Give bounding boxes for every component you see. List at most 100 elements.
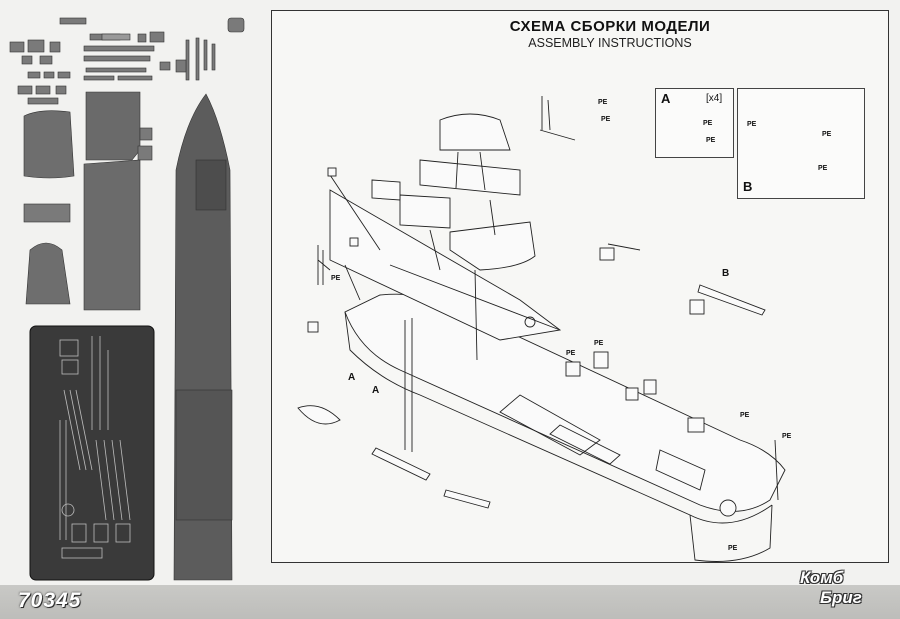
part-hull-detail (195, 159, 227, 211)
step-b-marker: B (722, 268, 730, 279)
bridge-deck (419, 159, 521, 196)
multiplier-label: [x4] (706, 93, 723, 104)
crane-jib (697, 284, 766, 316)
part-deck-main (83, 159, 141, 311)
hull-outline (344, 293, 786, 512)
product-code: 70345 (18, 589, 82, 612)
pe-label: PE (818, 165, 828, 172)
pe-label: PE (566, 350, 576, 357)
step-a-marker: A (372, 385, 380, 396)
part-ladder (101, 33, 131, 41)
part-mast (195, 37, 200, 81)
small-part (625, 387, 639, 401)
photo-etch-fret (29, 325, 155, 581)
pe-label: PE (594, 340, 604, 347)
part-small (227, 17, 245, 33)
title-block: СХЕМА СБОРКИ МОДЕЛИ ASSEMBLY INSTRUCTION… (500, 18, 720, 50)
pe-label: PE (706, 137, 716, 144)
pe-label: PE (740, 412, 750, 419)
part-small (59, 17, 87, 25)
part-small (159, 61, 171, 71)
grid-part (687, 417, 705, 433)
part-small (43, 71, 55, 79)
pe-label: PE (703, 120, 713, 127)
part-small (137, 145, 153, 161)
part-rail (83, 45, 155, 52)
step-a-label: A (661, 91, 671, 106)
part-small (27, 71, 41, 79)
part-small (175, 59, 187, 73)
small-part (307, 321, 319, 333)
part-funnel (25, 242, 71, 305)
part-small (27, 97, 59, 105)
hull-stern (689, 504, 773, 562)
brand-line2: Бриг (820, 588, 862, 607)
part-small (21, 55, 33, 65)
wheelhouse-part (449, 221, 536, 271)
part-small (17, 85, 33, 95)
part-rail (117, 75, 153, 81)
pe-strip (443, 489, 491, 509)
part-small (55, 85, 67, 95)
part-small (139, 127, 153, 141)
part-plate (23, 203, 71, 223)
deck-hatch (549, 424, 621, 465)
part-rail (83, 55, 151, 62)
small-part (327, 167, 337, 177)
part-mast (211, 43, 216, 71)
mast-pe (541, 96, 551, 131)
brand-logo: Комб Бриг (800, 566, 890, 616)
part-small (35, 85, 51, 95)
deck-house (655, 449, 706, 491)
detail-inset-b: B (737, 88, 865, 199)
title-russian: СХЕМА СБОРКИ МОДЕЛИ (509, 18, 711, 35)
hull-side (344, 311, 773, 524)
parts-layout (9, 17, 245, 581)
part-small (149, 31, 165, 43)
small-part (643, 379, 657, 395)
pe-label: PE (601, 116, 611, 123)
small-part (349, 237, 359, 247)
deck-fitting (524, 316, 536, 328)
part-rail (83, 75, 115, 81)
funnel-base (371, 179, 401, 201)
pe-label: PE (598, 99, 608, 106)
wheelhouse (439, 113, 511, 151)
deck-plate (329, 189, 562, 341)
small-part (565, 361, 581, 377)
boat (297, 405, 341, 425)
part-small (57, 71, 71, 79)
part-small (49, 41, 61, 53)
small-part (593, 351, 609, 369)
step-a-marker: A (348, 372, 356, 383)
step-b-label: B (743, 179, 753, 194)
title-english: ASSEMBLY INSTRUCTIONS (528, 36, 692, 50)
part-hull-detail (175, 389, 233, 521)
part-small (39, 55, 53, 65)
mast-pe (774, 439, 779, 501)
pe-label: PE (782, 433, 792, 440)
detail-inset-a: A [x4] (655, 88, 734, 158)
pe-label: PE (728, 545, 738, 552)
part-deck-piece (85, 91, 141, 161)
anchor-part (719, 499, 737, 517)
small-part (599, 247, 615, 261)
part-wheelhouse (23, 110, 75, 179)
superstructure-block (399, 194, 451, 229)
pe-label: PE (747, 121, 757, 128)
footer-bar (0, 585, 900, 619)
part-small (9, 41, 25, 53)
part-small (137, 33, 147, 43)
pe-label: PE (331, 275, 341, 282)
mast-pe (317, 245, 331, 285)
deck-hatch (499, 394, 601, 456)
crane-base (689, 299, 705, 315)
brand-line1: Комб (800, 568, 844, 587)
part-rail (85, 67, 147, 73)
pe-strip (371, 447, 431, 481)
part-mast (203, 39, 208, 71)
pe-label: PE (822, 131, 832, 138)
part-small (27, 39, 45, 53)
